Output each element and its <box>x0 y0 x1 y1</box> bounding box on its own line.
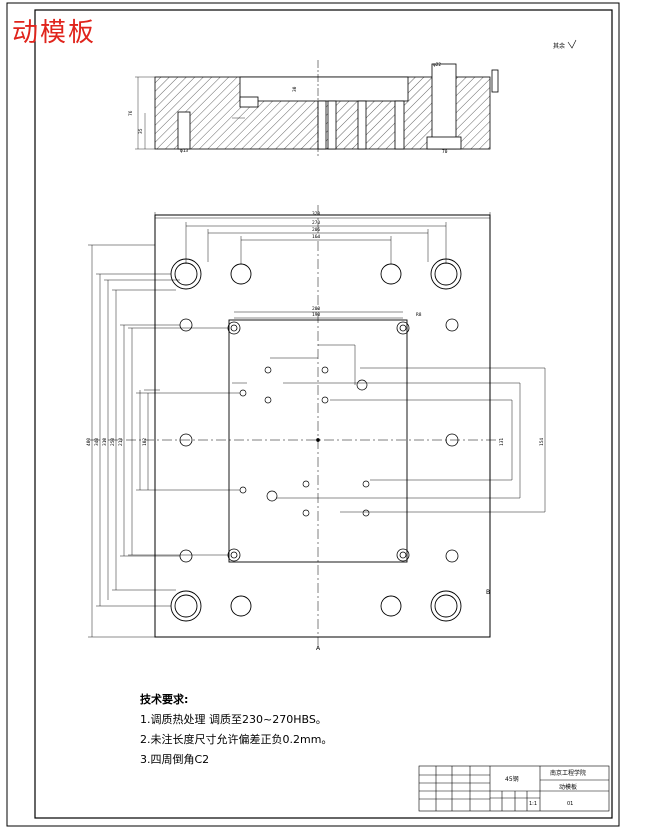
outer-frame <box>6 2 620 827</box>
plan-view <box>88 205 546 645</box>
title-block-school: 南京工程学院 <box>550 769 586 777</box>
dim-102: 102 <box>142 438 148 446</box>
dim-164: 164 <box>312 234 320 240</box>
section-marker-a: A <box>316 645 321 652</box>
tech-item-2: 2.未注长度尺寸允许偏差正负0.2mm。 <box>140 733 333 746</box>
dim-r8: R8 <box>416 312 422 318</box>
dim-inner-190: 190 <box>312 312 320 318</box>
section-marker-b: B <box>486 589 490 596</box>
title-block-material: 45钢 <box>505 775 519 783</box>
dim-218: 218 <box>118 438 124 446</box>
dim-dia-13: φ13 <box>180 148 188 154</box>
dim-76: 76 <box>128 110 134 116</box>
dim-70: 70 <box>442 149 448 155</box>
title-block-scale: 1:1 <box>529 801 537 807</box>
dim-340: 340 <box>94 438 100 446</box>
dim-206: 206 <box>312 227 320 233</box>
surface-mark-label: 其余 <box>553 42 565 50</box>
technical-requirements: 技术要求: 1.调质热处理 调质至230~270HBS。 2.未注长度尺寸允许偏… <box>140 690 332 770</box>
section-view <box>135 60 499 158</box>
inner-frame <box>34 9 613 819</box>
dim-dia-22: φ22 <box>433 62 441 68</box>
title-block-drawing-no: 01 <box>567 801 573 807</box>
dim-30: 30 <box>292 86 298 92</box>
tech-item-1: 1.调质热处理 调质至230~270HBS。 <box>140 713 327 726</box>
title-block <box>418 765 610 812</box>
dim-310: 310 <box>102 438 108 446</box>
title-block-part-name: 动模板 <box>559 783 577 791</box>
tech-item-3: 3.四周倒角C2 <box>140 753 210 766</box>
dim-270: 270 <box>312 220 320 226</box>
dim-inner-200: 200 <box>312 306 320 312</box>
dim-320: 320 <box>312 211 320 217</box>
dim-154: 154 <box>539 438 545 446</box>
drawing-title: 动模板 <box>12 18 97 48</box>
dim-250: 250 <box>110 438 116 446</box>
roughness-icon <box>567 39 577 49</box>
tech-heading: 技术要求: <box>140 693 189 706</box>
dim-131: 131 <box>499 438 505 446</box>
dim-400: 400 <box>86 438 92 446</box>
dim-35: 35 <box>138 128 144 134</box>
